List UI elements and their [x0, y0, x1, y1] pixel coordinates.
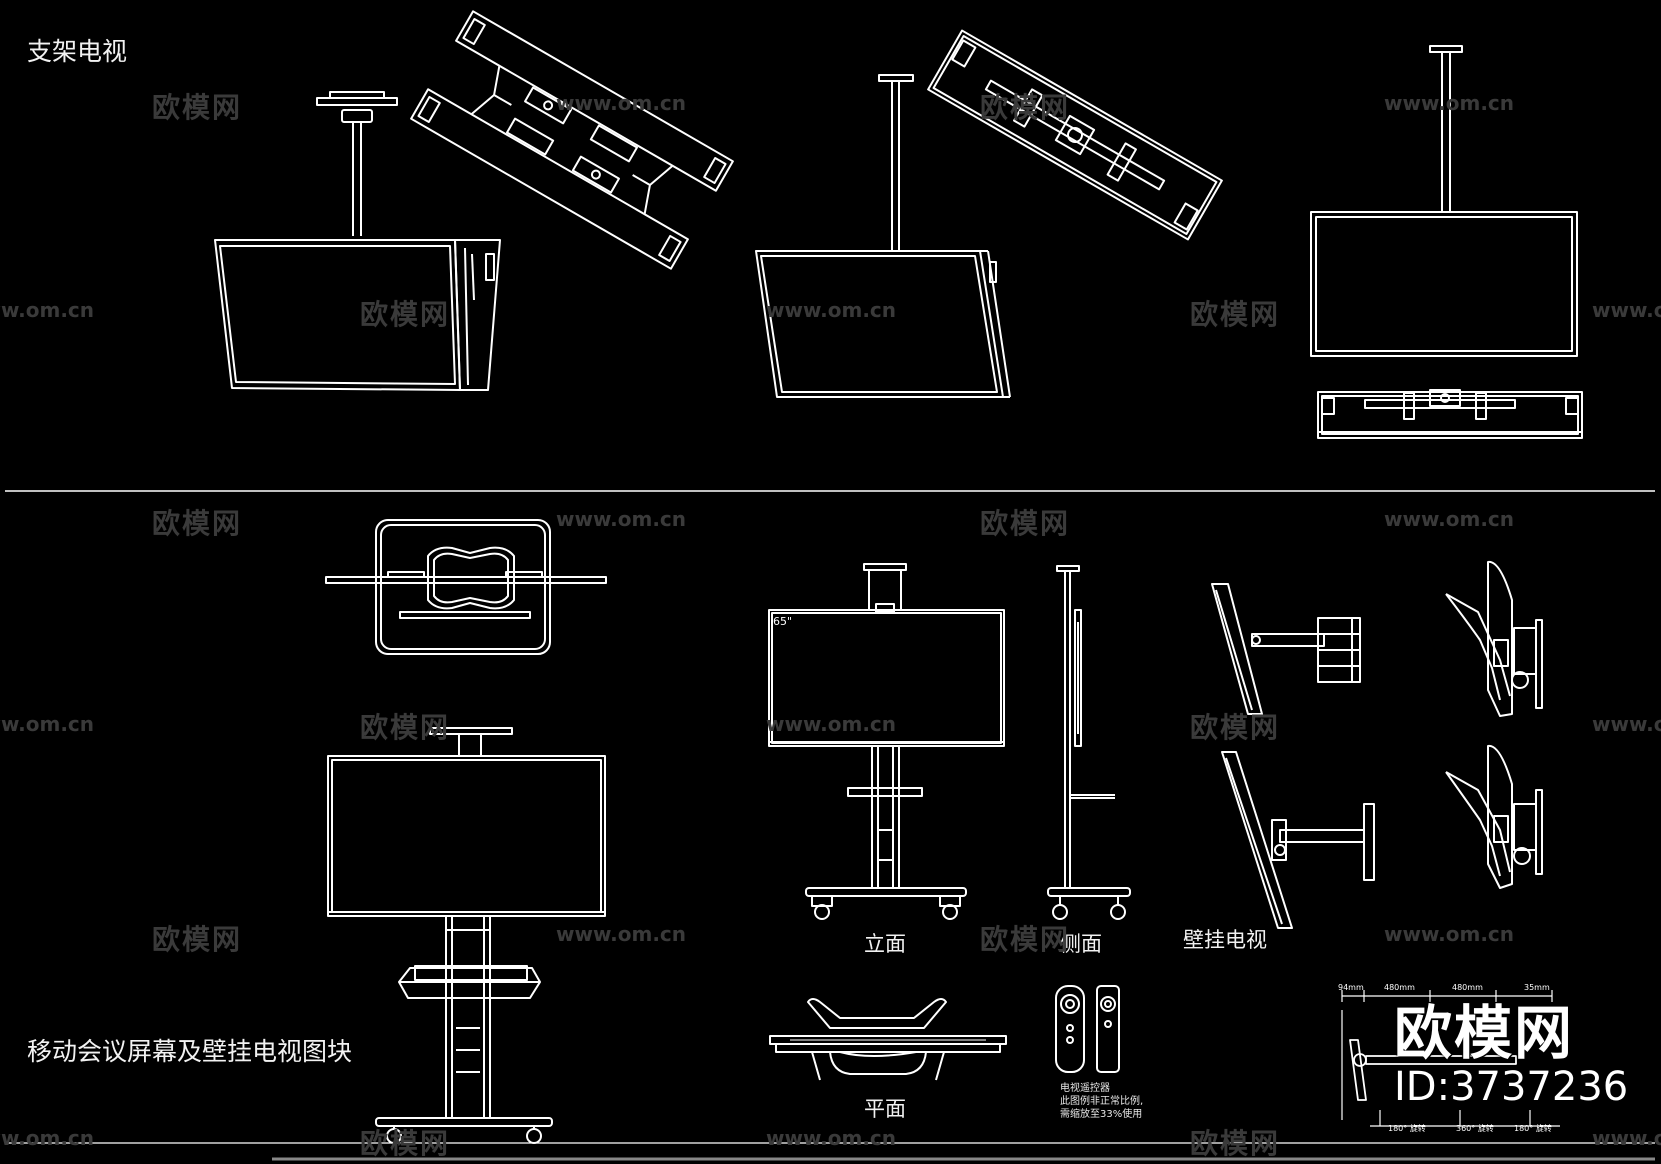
remote-note: 电视遥控器 此图例非正常比例, 需缩放至33%使用: [1060, 1082, 1143, 1121]
watermark-url: www.om.cn: [766, 712, 897, 736]
dimension-labels: 94mm 480mm 480mm 35mm 180° 旋转 360° 旋转 18…: [1338, 983, 1552, 1133]
wall-mount-dimension-detail: [1341, 990, 1560, 1127]
watermark-cn: 欧模网: [360, 298, 451, 331]
watermark-cn: 欧模网: [980, 923, 1071, 956]
wall-mount-arm-4: [1445, 744, 1543, 889]
wall-tv-label: 壁挂电视: [1183, 928, 1267, 952]
watermark-url: www.om.cn: [1384, 91, 1515, 115]
brand-id: ID:3737236: [1394, 1064, 1629, 1110]
plan-view-label: 平面: [864, 1097, 906, 1121]
mobile-stand-plan-view: [769, 998, 1007, 1081]
wall-mount-arm-3: [1221, 751, 1375, 929]
mobile-stand-tray-plan: [325, 519, 607, 655]
watermark-cn: 欧模网: [152, 507, 243, 540]
watermark-url: www.om.cn: [556, 91, 687, 115]
watermark-url: www.om.cn: [1592, 298, 1661, 322]
tv-size-label: 65": [773, 615, 792, 628]
rotation-label-3: 180° 旋转: [1514, 1123, 1552, 1133]
watermark-cn: 欧模网: [360, 711, 451, 744]
dim-label-2: 480mm: [1384, 983, 1415, 992]
watermark-url: www.om.cn: [556, 507, 687, 531]
remote-note-line-2: 此图例非正常比例,: [1060, 1096, 1144, 1107]
side-view-label: 侧面: [1060, 932, 1102, 956]
ceiling-tv-angled-1: [214, 91, 501, 391]
watermark-url: www.om.cn: [1384, 507, 1515, 531]
watermark-cn: 欧模网: [360, 1127, 451, 1160]
watermark-cn: 欧模网: [152, 923, 243, 956]
watermark-url: www.om.cn: [766, 298, 897, 322]
watermark-url: www.om.cn: [0, 712, 95, 736]
ceiling-mount-bracket-3: [1317, 389, 1583, 439]
remote-controls: [1055, 985, 1120, 1073]
mobile-stand-front-elevation: [768, 563, 1005, 920]
mobile-stand-large: [327, 727, 606, 1144]
mobile-stand-side-elevation: [1047, 565, 1131, 920]
watermark-cn: 欧模网: [152, 91, 243, 124]
watermark-url: www.om.cn: [1384, 922, 1515, 946]
watermark-url: www.om.cn: [0, 298, 95, 322]
watermark-url: www.om.cn: [1592, 1126, 1661, 1150]
watermark-url: www.om.cn: [1592, 712, 1661, 736]
watermark-url: www.om.cn: [0, 1126, 95, 1150]
top-section-title: 支架电视: [27, 37, 128, 66]
watermark-url: www.om.cn: [556, 922, 687, 946]
watermark-cn: 欧模网: [1190, 1127, 1281, 1160]
remote-note-line-1: 电视遥控器: [1060, 1083, 1110, 1094]
rotation-label-1: 180° 旋转: [1388, 1123, 1426, 1133]
bottom-section-title: 移动会议屏幕及壁挂电视图块: [27, 1037, 353, 1066]
ceiling-tv-front-3: [1310, 45, 1578, 357]
watermark-cn: 欧模网: [980, 507, 1071, 540]
watermark-url: www.om.cn: [766, 1126, 897, 1150]
watermark-cn: 欧模网: [1190, 711, 1281, 744]
dim-label-4: 35mm: [1524, 983, 1550, 992]
watermark-cn: 欧模网: [1190, 298, 1281, 331]
remote-note-line-3: 需缩放至33%使用: [1060, 1109, 1143, 1120]
wall-mount-arm-2: [1445, 560, 1543, 717]
rotation-label-2: 360° 旋转: [1456, 1123, 1494, 1133]
brand-logo-text: 欧模网: [1394, 999, 1575, 1067]
ceiling-mount-bracket-1: [410, 10, 734, 270]
dim-label-1: 94mm: [1338, 983, 1364, 992]
ceiling-tv-angled-2: [755, 74, 1011, 398]
watermark-cn: 欧模网: [980, 91, 1071, 124]
front-view-label: 立面: [864, 932, 906, 956]
wall-mount-arm-1: [1211, 583, 1361, 715]
ceiling-mount-bracket-2: [927, 29, 1223, 241]
dim-label-3: 480mm: [1452, 983, 1483, 992]
